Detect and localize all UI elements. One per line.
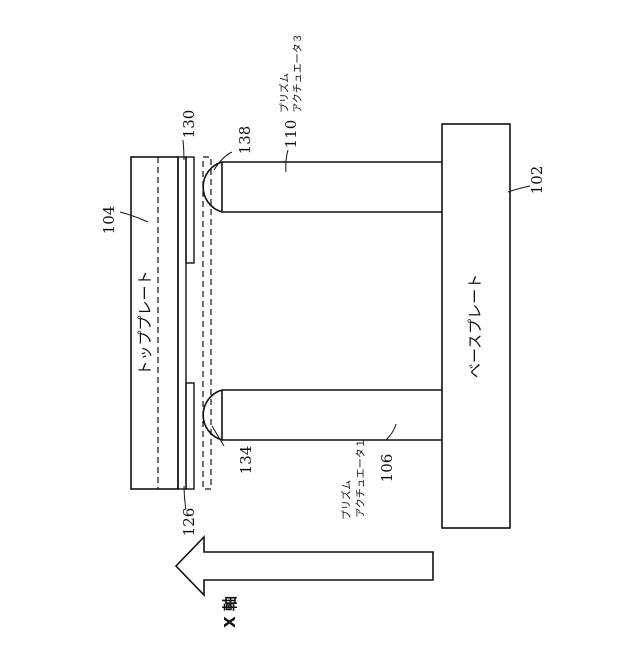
label-106-line1: プリズム xyxy=(340,480,353,520)
x-axis-arrow xyxy=(176,537,433,595)
label-base-plate: ベースプレート xyxy=(466,274,484,378)
label-110-line2: アクチュエータ３ xyxy=(292,33,304,113)
label-106: 106 xyxy=(378,454,396,483)
label-138: 138 xyxy=(236,126,254,155)
pad-lower xyxy=(186,383,194,489)
label-110-line1: プリズム xyxy=(278,73,291,113)
leader-110 xyxy=(286,150,288,172)
label-126: 126 xyxy=(180,508,198,537)
label-top-plate: トッププレート xyxy=(136,270,154,375)
label-130: 130 xyxy=(180,110,198,139)
actuator-110-head xyxy=(203,162,222,212)
pad-130 xyxy=(186,157,194,263)
label-106-line2: アクチュエータ１ xyxy=(355,438,367,518)
label-104: 104 xyxy=(100,206,118,235)
label-110: 110 xyxy=(282,120,300,149)
label-134: 134 xyxy=(237,446,255,475)
leader-102 xyxy=(508,186,530,192)
label-102: 102 xyxy=(528,166,546,195)
label-x-axis: X 軸 xyxy=(221,596,239,628)
leader-106 xyxy=(386,424,396,440)
leader-104 xyxy=(120,212,148,222)
leader-138 xyxy=(214,152,232,170)
actuator-106-head xyxy=(203,390,222,440)
dashed-layer xyxy=(203,157,211,489)
layer-126 xyxy=(178,157,186,489)
